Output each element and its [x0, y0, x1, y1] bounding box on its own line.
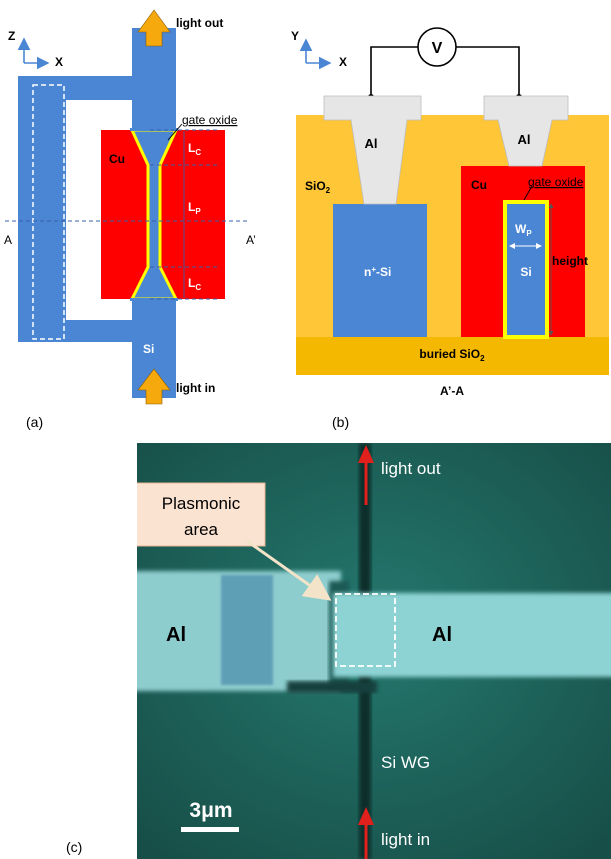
panel-a: Z X gate oxide Cu LC LP LC — [4, 9, 256, 430]
axis-z-label: Z — [8, 29, 15, 43]
light-in-label: light in — [176, 381, 215, 395]
panel-c: Plasmonic area light out light in Al Al … — [66, 443, 611, 859]
al-plug-left — [323, 95, 422, 205]
wp-label: WP — [515, 222, 532, 238]
cu-label: Cu — [109, 152, 125, 166]
sio2-label: SiO2 — [305, 179, 331, 195]
voltmeter-circuit — [370, 46, 520, 97]
light-in-arrow-icon — [137, 368, 171, 405]
callout-line-2: area — [184, 520, 219, 539]
al-right-label: Al — [432, 624, 452, 646]
taper-bottom-mask — [130, 298, 178, 301]
si-label: Si — [143, 342, 154, 356]
pad-shadow — [287, 681, 377, 693]
axes-icon — [17, 37, 50, 70]
gate-oxide-label: gate oxide — [528, 175, 584, 189]
height-label: height — [552, 254, 588, 268]
lc-bottom-label: LC — [188, 276, 201, 292]
axis-y-label: Y — [291, 29, 299, 43]
gate-oxide-leader — [167, 123, 183, 141]
al-plug-right — [483, 95, 569, 167]
light-in-arrow-icon — [358, 807, 374, 859]
panel-c-caption: (c) — [66, 839, 82, 855]
light-out-arrow-icon — [358, 445, 374, 505]
plasmonic-area-box — [335, 593, 396, 667]
taper-top-mask — [130, 128, 178, 131]
panel-b: Y X V Al Al SiO2 Cu gate oxide WP n+-Si … — [291, 27, 609, 430]
buried-sio2-label: buried SiO2 — [419, 347, 485, 363]
si-label: Si — [520, 265, 531, 279]
plasmonic-callout — [137, 482, 266, 547]
dimension-guides — [5, 129, 250, 300]
axes-icon — [299, 38, 332, 70]
axis-x-label: X — [339, 55, 347, 69]
cu-label: Cu — [471, 178, 487, 192]
micrograph: Plasmonic area light out light in Al Al … — [137, 443, 611, 859]
light-out-label: light out — [176, 16, 223, 30]
gate-oxide-leader — [523, 185, 533, 201]
scale-bar-label: 3μm — [189, 799, 232, 822]
n-plus-si-label: n+-Si — [364, 265, 391, 279]
al-left-label: Al — [365, 136, 378, 151]
light-in-label: light in — [381, 830, 430, 849]
callout-line-1: Plasmonic — [162, 494, 241, 513]
axis-x-label: X — [55, 55, 63, 69]
light-out-label: light out — [381, 459, 441, 478]
cut-a-label: A — [4, 233, 12, 247]
lp-label: LP — [188, 200, 201, 216]
n-plus-si-block — [333, 204, 427, 337]
scale-bar — [181, 827, 239, 832]
dashed-region — [32, 84, 65, 340]
al-right-label: Al — [518, 132, 531, 147]
buried-oxide — [296, 337, 609, 375]
panel-b-caption: (b) — [332, 414, 349, 430]
si-core — [503, 200, 549, 339]
panel-a-caption: (a) — [26, 414, 43, 430]
callout-arrow — [246, 539, 332, 601]
lc-top-label: LC — [188, 141, 201, 157]
al-pad-recess — [221, 575, 273, 685]
section-label: A’-A — [440, 384, 464, 398]
cut-a-prime-label: A’ — [246, 233, 256, 247]
voltmeter-label: V — [432, 40, 443, 57]
al-pad-right — [333, 593, 611, 677]
voltmeter-icon — [417, 27, 457, 67]
waveguide-label: Si WG — [381, 753, 430, 772]
al-left-label: Al — [166, 624, 186, 646]
gate-oxide-label: gate oxide — [182, 113, 238, 127]
light-out-arrow-icon — [137, 9, 171, 47]
